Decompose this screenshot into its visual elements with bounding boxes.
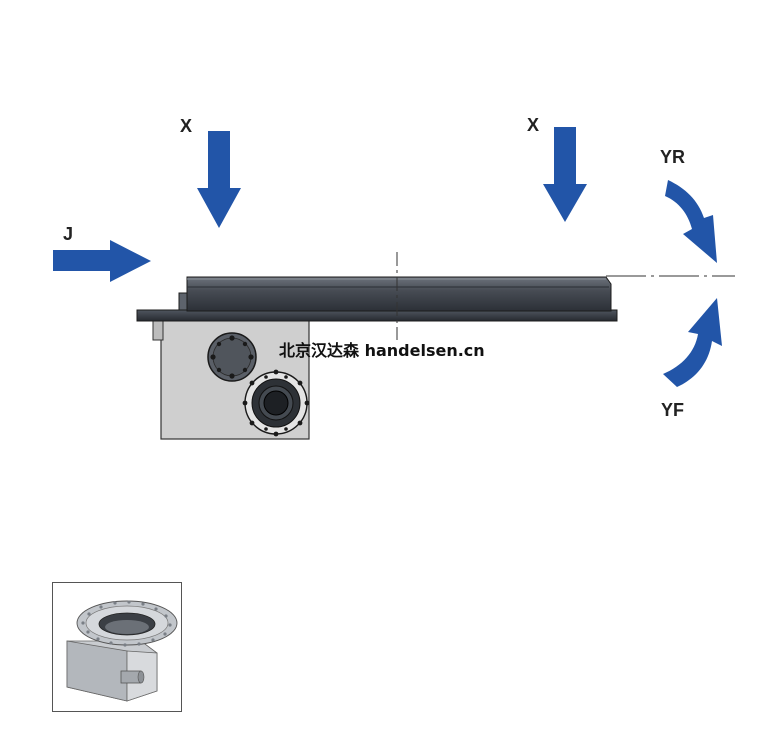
j-label: J xyxy=(63,224,73,244)
load-direction-diagram: X X J YR YF xyxy=(53,115,735,440)
yr-label: YR xyxy=(660,147,685,167)
yf-curved-arrow-icon xyxy=(663,298,722,387)
base-plate xyxy=(136,309,618,322)
motor-flange xyxy=(207,332,257,382)
rotary-table-product-icon xyxy=(66,600,178,702)
load-arrows xyxy=(53,127,722,387)
j-arrow-icon xyxy=(53,240,151,282)
yr-curved-arrow-icon xyxy=(665,180,717,263)
yf-label: YF xyxy=(661,400,684,420)
product-thumbnail xyxy=(52,582,182,712)
rotary-table-drawing xyxy=(136,252,735,440)
x-right-label: X xyxy=(527,115,539,135)
x-right-arrow-icon xyxy=(543,127,587,222)
watermark-text: 北京汉达森 handelsen.cn xyxy=(279,341,485,360)
turntable-top xyxy=(186,276,612,312)
input-shaft-flange xyxy=(242,369,310,437)
x-left-label: X xyxy=(180,116,192,136)
x-left-arrow-icon xyxy=(197,131,241,228)
